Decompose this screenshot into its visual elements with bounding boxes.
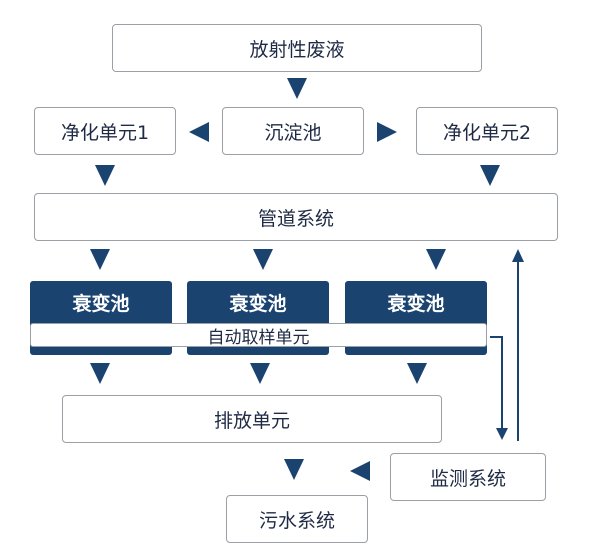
node-auto-sampling-unit: 自动取样单元 xyxy=(30,323,487,348)
node-monitoring-system: 监测系统 xyxy=(390,453,546,501)
arrow-down-icon xyxy=(287,78,307,99)
node-purify-unit-2: 净化单元2 xyxy=(416,107,558,155)
node-purify-unit-1: 净化单元1 xyxy=(34,107,176,155)
arrow-down-icon xyxy=(284,459,304,480)
node-sewage-system: 污水系统 xyxy=(226,495,368,543)
node-pipeline-system: 管道系统 xyxy=(34,193,558,241)
arrow-down-icon xyxy=(90,249,110,270)
arrow-down-icon xyxy=(480,165,500,186)
arrow-down-icon xyxy=(426,249,446,270)
arrow-left-icon xyxy=(189,122,209,142)
arrow-down-icon xyxy=(90,363,110,384)
node-discharge-unit: 排放单元 xyxy=(62,395,442,443)
arrow-left-icon xyxy=(350,461,370,481)
arrow-right-icon xyxy=(377,122,397,142)
sampling-to-monitoring-line xyxy=(490,336,503,430)
arrow-down-icon xyxy=(407,363,427,384)
arrow-down-icon xyxy=(250,363,270,384)
node-waste-liquid: 放射性废液 xyxy=(112,24,482,72)
node-settling-tank: 沉淀池 xyxy=(222,107,364,155)
arrow-down-icon xyxy=(496,428,508,440)
arrow-down-icon xyxy=(253,249,273,270)
arrow-up-icon xyxy=(512,249,524,262)
arrow-down-icon xyxy=(95,165,115,186)
